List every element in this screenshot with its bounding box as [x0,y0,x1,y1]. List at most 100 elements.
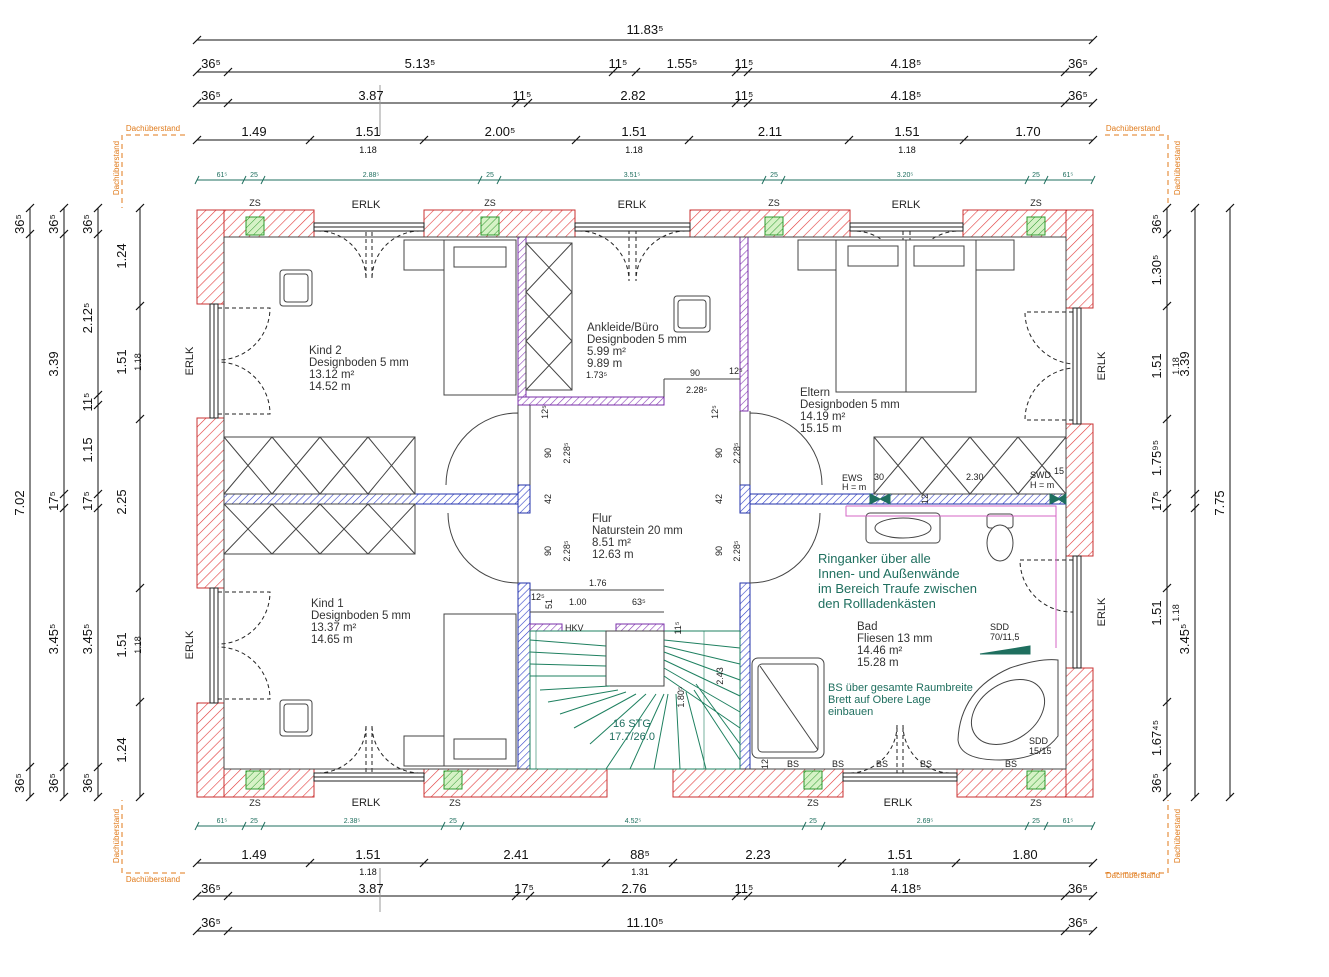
dim-label: 1.75⁹⁵ [1149,440,1164,476]
room-area: 13.37 m² [311,622,357,634]
dim-label: 90 [714,546,724,556]
overhang-label: Dachüberstand [1106,871,1160,880]
note-line: den Rollladenkästen [818,596,936,611]
room-kind2: Kind 2 Designboden 5 mm 13.12 m² 14.52 m [309,345,409,393]
overhang-label: Dachüberstand [112,141,121,195]
dim-label: 51 [544,599,554,609]
room-perimeter: 14.52 m [309,381,351,393]
note-line: Ringanker über alle [818,551,931,566]
dim-label: 12⁵ [540,405,550,419]
dim-label: 36⁵ [1149,773,1164,793]
room-eltern: Eltern Designboden 5 mm 14.19 m² 15.15 m [800,387,900,435]
dim-label: 25 [1032,172,1040,179]
dim-label: 2.28⁵ [562,540,572,562]
zs-label: ZS [1030,198,1042,208]
ews-label: EWS [842,473,863,483]
room-area: 13.12 m² [309,369,355,381]
window-label: ERLK [884,797,913,809]
dim-label: 4.18⁵ [891,881,922,896]
dim-label: 1.67⁴⁵ [1149,720,1164,756]
hkv-label: HKV [565,623,584,633]
dim-label: 25 [770,172,778,179]
dim-label: 1.00 [569,597,587,607]
zs-label: ZS [484,198,496,208]
right-dimensions [1162,203,1235,802]
dim-label: 1.51 [114,632,129,657]
zs-label: ZS [807,798,819,808]
dim-label: 36⁵ [80,773,95,793]
stair-label: 17.7/26.0 [609,731,655,743]
room-floor: Designboden 5 mm [309,357,409,369]
dim-label: 36⁵ [1149,214,1164,234]
installation-markers [869,493,1067,655]
dim-label: 12⁵ [729,366,743,376]
room-name: Kind 1 [311,598,344,610]
dim-label: 2.25 [114,489,129,514]
room-flur: Flur Naturstein 20 mm 8.51 m² 12.63 m [592,513,683,561]
note-line: einbauen [828,706,873,718]
room-area: 8.51 m² [592,537,631,549]
dim-label: 17⁵ [80,491,95,511]
dim-overall-width: 11.83⁵ [627,22,664,37]
dim-label: 1.76 [589,578,607,588]
room-name: Ankleide/Büro [587,322,659,334]
dim-label: 3.87 [358,88,383,103]
room-area: 14.46 m² [857,645,903,657]
dim-label: 4.18⁵ [891,56,922,71]
dim-label: 2.28⁵ [686,385,708,395]
swd-label: H = m [1030,480,1054,490]
bs-note: BS über gesamte Raumbreite Brett auf Obe… [828,682,973,718]
dim-label: 25 [250,818,258,825]
staircase [529,630,741,770]
sdd-label: 15/15 [1029,746,1052,756]
dim-label: 1.51 [621,124,646,139]
bottom-dimension-texts: 61⁵ 25 2.38⁵ 25 4.52⁵ 25 2.69⁵ 25 61⁵ 1.… [201,818,1088,930]
furniture [223,239,1067,767]
erlk-labels: ERLK ERLK ERLK ERLK ERLK ERLK ERLK ERLK … [184,199,1108,809]
bs-label: BS [920,759,932,769]
room-name: Bad [857,621,877,633]
dim-label: 2.88⁵ [363,172,380,179]
dim-label: 2.30 [966,472,984,482]
zs-labels: ZS ZS ZS ZS ZS ZS ZS ZS [249,198,1042,808]
dim-label: 1.24 [114,243,129,268]
note-line: Brett auf Obere Lage [828,694,931,706]
room-name: Eltern [800,387,830,399]
dim-label: 1.49 [241,847,266,862]
dim-label: 1.80⁵ [676,686,686,708]
dim-label: 36⁵ [12,773,27,793]
dim-label: 2.23 [745,847,770,862]
bs-labels: BS BS BS BS BS [787,759,1017,769]
overhang-label: Dachüberstand [1173,141,1182,195]
bottom-dimensions [192,821,1098,936]
left-dimension-texts: 36⁵ 7.02 36⁵ 36⁵ 3.39 17⁵ 3.45⁵ 36⁵ 36⁵ … [12,214,143,793]
overhang-label: Dachüberstand [126,875,180,884]
dim-label: 3.87 [358,881,383,896]
room-area: 5.99 m² [587,346,626,358]
overhang-label: Dachüberstand [126,124,180,133]
dim-label: 36⁵ [201,881,221,896]
room-floor: Designboden 5 mm [800,399,900,411]
dim-label: 25 [486,172,494,179]
inner-dimensions: 1.73⁵ 90 2.28⁵ 12⁵ 90 2.28⁵ 42 90 2.28⁵ … [531,366,1064,769]
window-label: ERLK [184,630,196,659]
zs-label: ZS [249,798,261,808]
bs-label: BS [876,759,888,769]
window-label: ERLK [892,199,921,211]
window-label: ERLK [1096,597,1108,626]
dim-label: 90 [543,546,553,556]
dim-label: 2.11 [758,124,782,139]
dim-label: 11⁵ [609,56,628,71]
sdd-label: 70/11,5 [990,632,1019,642]
sdd-label: SDD [1029,736,1049,746]
overhang-label: Dachüberstand [1173,809,1182,863]
note-line: im Bereich Traufe zwischen [818,581,977,596]
dim-label: 36⁵ [12,214,27,234]
dim-label: 36⁵ [201,56,221,71]
dim-label: 1.51 [114,349,129,374]
room-bad: Bad Fliesen 13 mm 14.46 m² 15.28 m [857,621,932,669]
dim-label: 90 [714,448,724,458]
dim-label: 61⁵ [1063,818,1074,825]
note-line: BS über gesamte Raumbreite [828,682,973,694]
